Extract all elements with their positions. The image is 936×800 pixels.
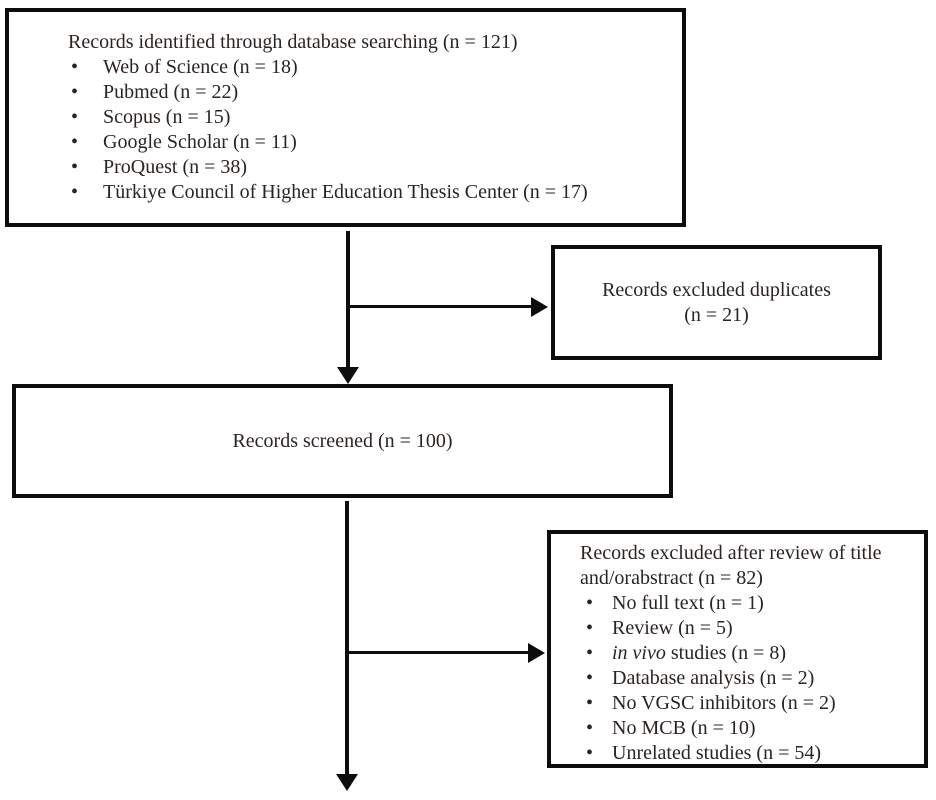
bullet-icon: •: [71, 81, 79, 103]
excluded-after-review-box: Records excluded after review of title a…: [547, 530, 928, 768]
identification-title: Records identified through database sear…: [68, 31, 518, 53]
list-item: • Web of Science (n = 18): [68, 55, 670, 80]
list-item: • Review (n = 5): [580, 616, 918, 641]
bullet-icon: •: [586, 742, 594, 764]
arrow-right-icon: [531, 297, 548, 317]
list-item-label: No VGSC inhibitors (n = 2): [612, 692, 836, 714]
arrow-to-duplicates-shaft: [350, 305, 532, 308]
bullet-icon: •: [586, 642, 594, 664]
list-item-label: Scopus (n = 15): [103, 106, 231, 128]
list-item-label: No MCB (n = 10): [612, 717, 756, 739]
duplicates-line1: Records excluded duplicates: [602, 278, 831, 301]
list-item-label: Database analysis (n = 2): [612, 667, 815, 689]
arrow-down-icon: [336, 774, 358, 791]
list-item: • Pubmed (n = 22): [68, 80, 670, 105]
bullet-icon: •: [71, 106, 79, 128]
list-item-label: Web of Science (n = 18): [103, 56, 298, 78]
bullet-icon: •: [586, 717, 594, 739]
list-item-label: Unrelated studies (n = 54): [612, 742, 822, 764]
list-item-label: No full text (n = 1): [612, 592, 764, 614]
duplicates-excluded-box: Records excluded duplicates (n = 21): [551, 245, 882, 360]
bullet-icon: •: [71, 131, 79, 153]
bullet-icon: •: [71, 181, 79, 203]
list-item: • ProQuest (n = 38): [68, 155, 670, 180]
list-item: • Unrelated studies (n = 54): [580, 741, 918, 766]
identification-box: Records identified through database sear…: [5, 8, 686, 227]
list-item-label: Pubmed (n = 22): [103, 81, 239, 103]
list-item-label: Google Scholar (n = 11): [103, 131, 297, 153]
bullet-icon: •: [71, 56, 79, 78]
list-item-label: ProQuest (n = 38): [103, 156, 248, 178]
bullet-icon: •: [586, 592, 594, 614]
arrow-screened-down-shaft: [345, 501, 349, 775]
bullet-icon: •: [586, 692, 594, 714]
arrow-right-icon: [528, 643, 545, 663]
arrow-identification-to-screened-shaft: [346, 231, 350, 368]
list-item: • Türkiye Council of Higher Education The…: [68, 180, 670, 205]
list-item-label: studies (n = 8): [665, 642, 787, 664]
duplicates-line2: (n = 21): [684, 303, 749, 326]
list-item: • No full text (n = 1): [580, 591, 918, 616]
excluded-title-line2: and/orabstract (n = 82): [580, 567, 763, 589]
list-item: • Database analysis (n = 2): [580, 666, 918, 691]
bullet-icon: •: [586, 667, 594, 689]
list-item: • No MCB (n = 10): [580, 716, 918, 741]
list-item-label: Review (n = 5): [612, 617, 733, 639]
list-item-italic: in vivo: [612, 642, 666, 664]
list-item: • Scopus (n = 15): [68, 105, 670, 130]
list-item: • No VGSC inhibitors (n = 2): [580, 691, 918, 716]
bullet-icon: •: [586, 617, 594, 639]
list-item-label: Türkiye Council of Higher Education Thes…: [103, 181, 588, 203]
list-item: • Google Scholar (n = 11): [68, 130, 670, 155]
screened-label: Records screened (n = 100): [232, 429, 453, 452]
bullet-icon: •: [71, 156, 79, 178]
arrow-down-icon: [337, 367, 359, 384]
screened-box: Records screened (n = 100): [12, 384, 673, 498]
list-item: • in vivo studies (n = 8): [580, 641, 918, 666]
arrow-to-excluded-shaft: [349, 651, 529, 654]
excluded-title-line1: Records excluded after review of title: [580, 542, 882, 564]
